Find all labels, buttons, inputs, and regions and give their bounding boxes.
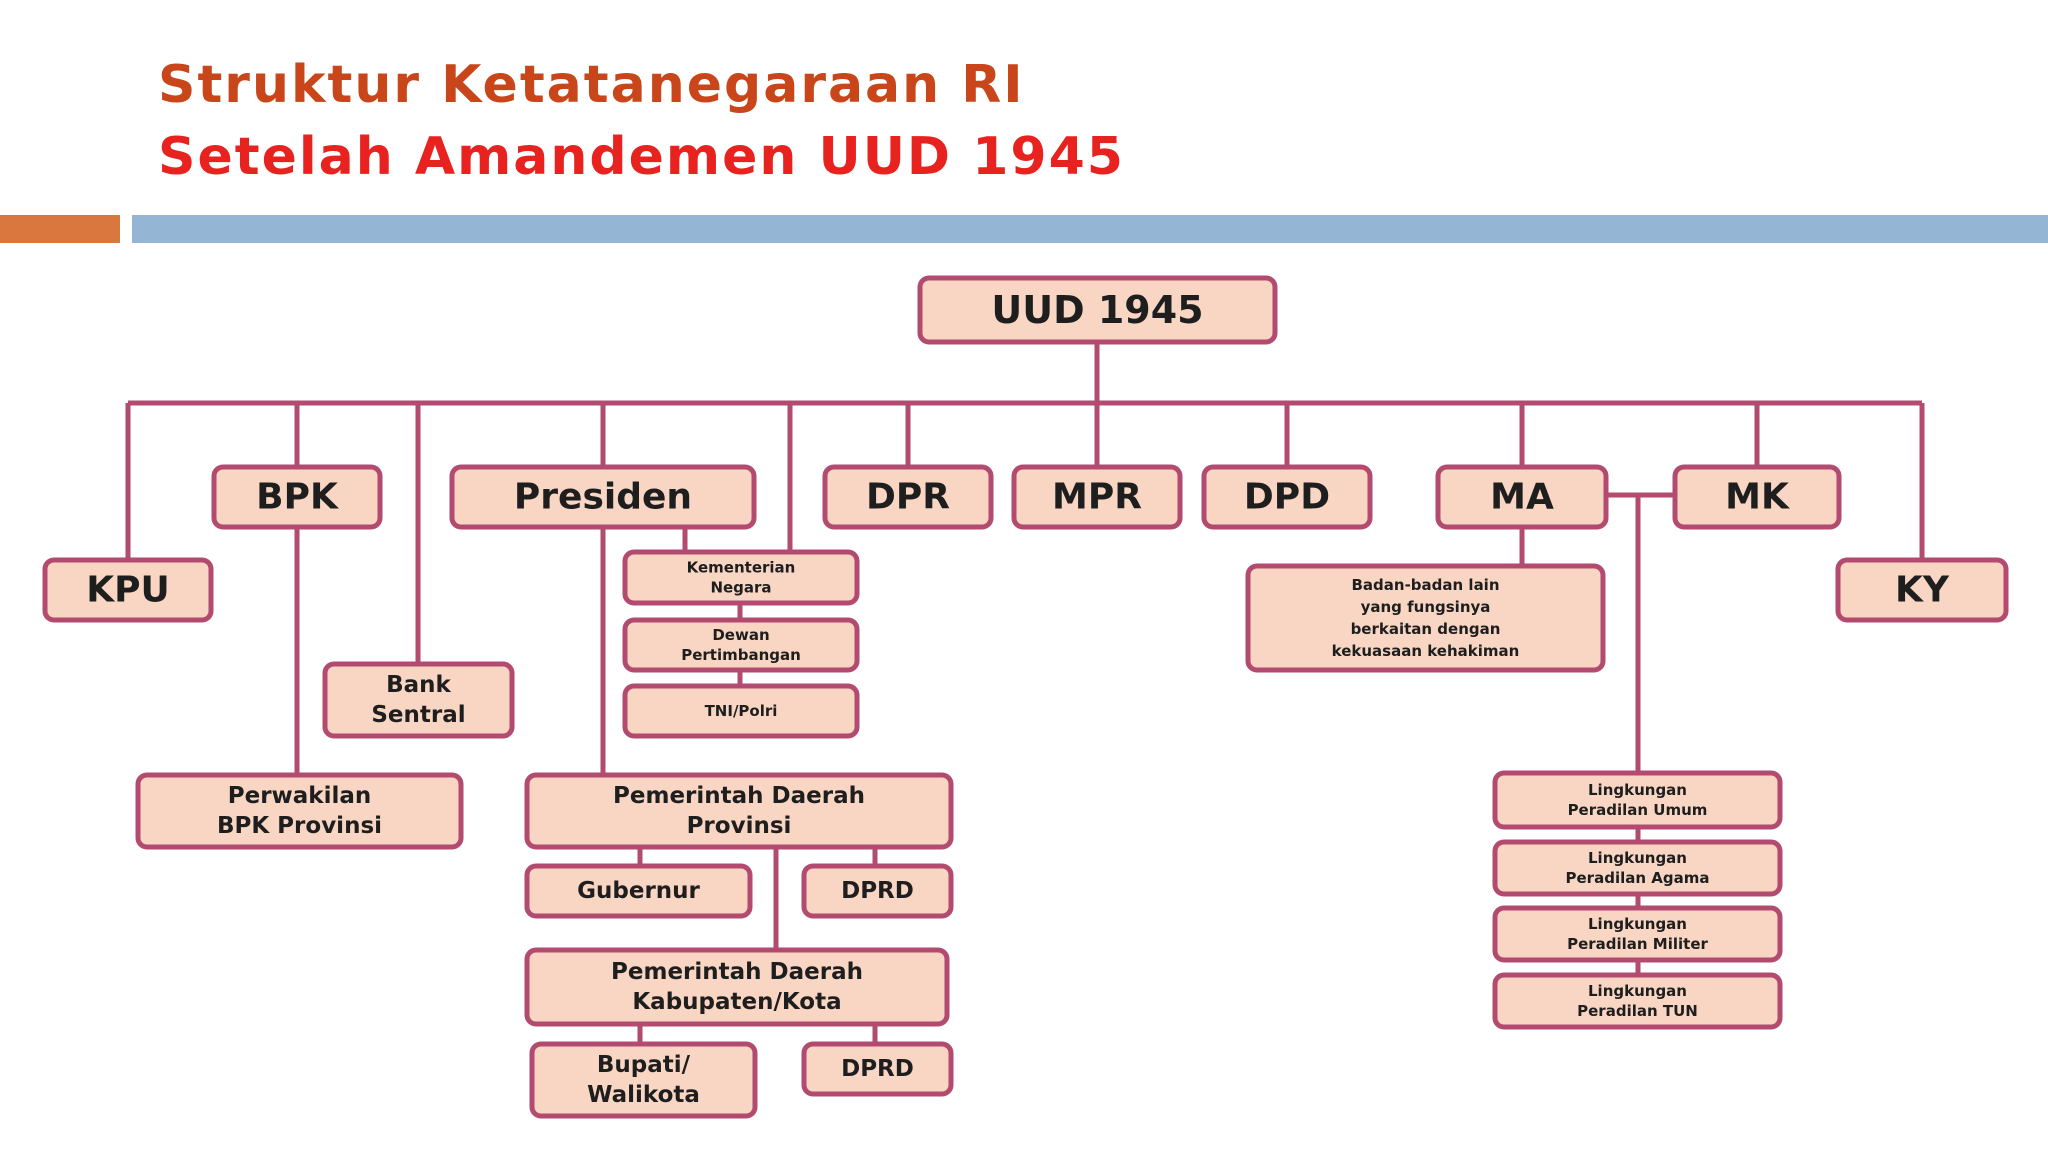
node-label-peradilan-tun-1: Lingkungan — [1588, 982, 1687, 1000]
node-label-dpd: DPD — [1244, 477, 1330, 518]
node-label-peradilan-militer-2: Peradilan Militer — [1567, 935, 1708, 953]
node-label-dprd-kab: DPRD — [841, 1056, 914, 1082]
node-label-peradilan-militer-1: Lingkungan — [1588, 915, 1687, 933]
node-label-bupati-1: Bupati/ — [597, 1052, 691, 1078]
node-label-badan-lain-1: Badan-badan lain — [1351, 576, 1499, 594]
node-box-peradilan-agama — [1492, 839, 1783, 897]
node-label-kementerian-2: Negara — [710, 579, 771, 597]
node-label-ky: KY — [1895, 570, 1950, 611]
node-box-pemda-kab — [524, 947, 950, 1027]
node-label-peradilan-umum-2: Peradilan Umum — [1568, 801, 1708, 819]
node-label-dpr: DPR — [866, 477, 950, 518]
node-label-uud: UUD 1945 — [991, 288, 1203, 332]
node-box-mpr — [1011, 464, 1183, 530]
node-box-dpd — [1201, 464, 1373, 530]
node-mk: MK — [1672, 464, 1842, 530]
node-label-badan-lain-4: kekuasaan kehakiman — [1332, 642, 1520, 660]
node-box-peradilan-tun — [1492, 972, 1783, 1030]
node-label-presiden: Presiden — [514, 477, 692, 518]
node-label-bpk: BPK — [256, 477, 339, 518]
node-box-gubernur — [524, 863, 753, 919]
node-box-uud — [917, 275, 1278, 345]
node-box-bpk — [211, 464, 383, 530]
node-dpd: DPD — [1201, 464, 1373, 530]
connectors — [125, 342, 1925, 1044]
title-line-2: Setelah Amandemen UUD 1945 — [158, 127, 1125, 187]
accent-bar-orange — [0, 215, 120, 243]
node-kpu: KPU — [42, 557, 214, 623]
node-label-pemda-kab-2: Kabupaten/Kota — [632, 989, 841, 1015]
node-box-peradilan-militer — [1492, 905, 1783, 963]
node-label-tni: TNI/Polri — [705, 702, 778, 720]
node-box-ma — [1435, 464, 1609, 530]
node-label-bupati-2: Walikota — [587, 1082, 700, 1108]
node-box-mk — [1672, 464, 1842, 530]
node-label-mpr: MPR — [1052, 477, 1142, 518]
title-line-1: Struktur Ketatanegaraan RI — [158, 55, 1025, 115]
node-label-perwakilan-bpk-1: Perwakilan — [228, 783, 372, 809]
node-ma: MA — [1435, 464, 1609, 530]
node-uud: UUD 1945 — [917, 275, 1278, 345]
node-label-badan-lain-2: yang fungsinya — [1361, 598, 1491, 616]
node-label-pemda-prov-2: Provinsi — [687, 813, 792, 839]
node-tni: TNI/Polri — [622, 683, 860, 739]
node-box-pemda-prov — [524, 772, 954, 850]
node-presiden: Presiden — [449, 464, 757, 530]
node-box-perwakilan-bpk — [135, 772, 464, 850]
node-bpk: BPK — [211, 464, 383, 530]
node-label-dewan-2: Pertimbangan — [681, 646, 801, 664]
node-label-kementerian-1: Kementerian — [687, 559, 796, 577]
node-label-bank-sentral-2: Sentral — [371, 702, 465, 728]
node-label-peradilan-agama-1: Lingkungan — [1588, 849, 1687, 867]
node-gubernur: Gubernur — [524, 863, 753, 919]
node-label-dprd-prov: DPRD — [841, 878, 914, 904]
node-box-dewan — [622, 617, 860, 673]
node-label-badan-lain-3: berkaitan dengan — [1351, 620, 1501, 638]
node-dprd-prov: DPRD — [801, 863, 954, 919]
node-label-ma: MA — [1490, 477, 1554, 518]
node-bupati: Bupati/Walikota — [529, 1041, 758, 1119]
node-label-peradilan-tun-2: Peradilan TUN — [1577, 1002, 1698, 1020]
node-box-ky — [1835, 557, 2009, 623]
node-dprd-kab: DPRD — [801, 1041, 954, 1097]
node-badan-lain: Badan-badan lain yang fungsinya berkaitan … — [1245, 563, 1606, 673]
node-box-presiden — [449, 464, 757, 530]
accent-bar-blue — [132, 215, 2048, 243]
node-box-bupati — [529, 1041, 758, 1119]
node-label-pemda-kab-1: Pemerintah Daerah — [611, 959, 863, 985]
node-box-bank-sentral — [322, 661, 515, 739]
node-box-peradilan-umum — [1492, 770, 1783, 830]
node-label-kpu: KPU — [86, 570, 170, 611]
node-label-mk: MK — [1725, 477, 1790, 518]
node-box-kementerian — [622, 549, 860, 606]
node-label-gubernur: Gubernur — [577, 878, 700, 904]
node-label-peradilan-umum-1: Lingkungan — [1588, 781, 1687, 799]
node-dpr: DPR — [822, 464, 994, 530]
node-box-tni — [622, 683, 860, 739]
node-label-perwakilan-bpk-2: BPK Provinsi — [217, 813, 382, 839]
node-label-peradilan-agama-2: Peradilan Agama — [1566, 869, 1710, 887]
node-label-pemda-prov-1: Pemerintah Daerah — [613, 783, 865, 809]
node-box-kpu — [42, 557, 214, 623]
node-box-dprd-prov — [801, 863, 954, 919]
node-mpr: MPR — [1011, 464, 1183, 530]
node-box-dprd-kab — [801, 1041, 954, 1097]
node-label-bank-sentral-1: Bank — [386, 672, 451, 698]
node-ky: KY — [1835, 557, 2009, 623]
node-label-dewan-1: Dewan — [712, 626, 769, 644]
node-box-dpr — [822, 464, 994, 530]
node-box-badan-lain — [1245, 563, 1606, 673]
